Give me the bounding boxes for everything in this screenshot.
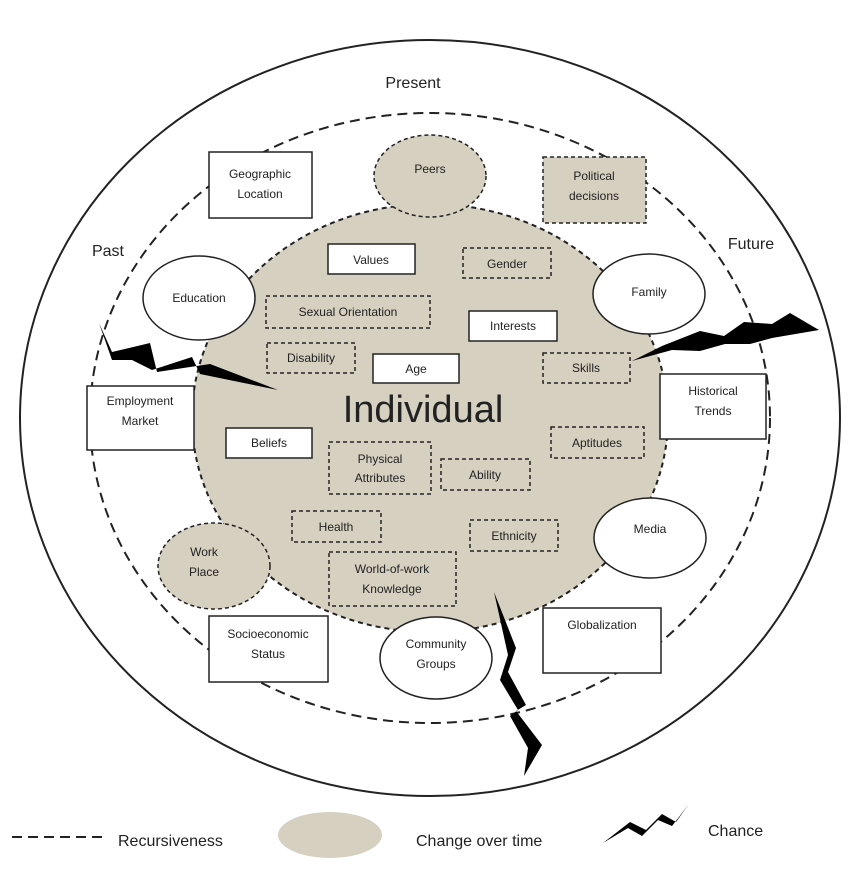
historical-trends-box: Historical Trends xyxy=(659,373,767,440)
svg-text:Ability: Ability xyxy=(469,468,501,482)
svg-text:Education: Education xyxy=(172,291,225,305)
physical-attributes-box: Physical Attributes xyxy=(328,441,432,495)
health-box: Health xyxy=(291,510,382,543)
svg-text:Socioeconomic: Socioeconomic xyxy=(227,627,308,641)
change-over-time-legend-swatch xyxy=(278,812,382,858)
skills-box: Skills xyxy=(542,352,631,384)
svg-text:Sexual Orientation: Sexual Orientation xyxy=(299,305,398,319)
employment-market-box: Employment Market xyxy=(86,385,195,451)
svg-text:Historical: Historical xyxy=(688,384,737,398)
svg-text:Market: Market xyxy=(122,414,159,428)
svg-text:Age: Age xyxy=(405,362,427,376)
svg-text:Ethnicity: Ethnicity xyxy=(491,529,536,543)
present-label: Present xyxy=(385,75,441,92)
peers-ellipse: Peers xyxy=(373,134,487,218)
future-label: Future xyxy=(728,236,774,253)
svg-text:Political: Political xyxy=(573,169,614,183)
ability-box: Ability xyxy=(440,458,531,491)
svg-text:Place: Place xyxy=(189,565,219,579)
recursiveness-legend-label: Recursiveness xyxy=(118,833,223,850)
change-over-time-legend-label: Change over time xyxy=(416,833,542,850)
svg-text:Knowledge: Knowledge xyxy=(362,582,422,596)
svg-text:Media: Media xyxy=(634,522,667,536)
svg-text:Peers: Peers xyxy=(414,162,445,176)
disability-box: Disability xyxy=(266,342,356,374)
svg-text:Employment: Employment xyxy=(107,394,174,408)
svg-text:Work: Work xyxy=(190,545,219,559)
socioeconomic-status-box: Socioeconomic Status xyxy=(208,615,329,683)
svg-text:Gender: Gender xyxy=(487,257,527,271)
family-ellipse: Family xyxy=(592,253,706,335)
age-box: Age xyxy=(372,353,460,384)
svg-text:Globalization: Globalization xyxy=(567,618,636,632)
sexual-orientation-box: Sexual Orientation xyxy=(265,295,431,329)
svg-text:Groups: Groups xyxy=(416,657,455,671)
individual-label: Individual xyxy=(343,389,504,431)
svg-text:Status: Status xyxy=(251,647,285,661)
chance-legend-bolt xyxy=(603,804,689,843)
world-of-work-knowledge-box: World-of-work Knowledge xyxy=(328,551,457,607)
chance-bolt-bottom xyxy=(494,592,542,776)
svg-text:Trends: Trends xyxy=(695,404,732,418)
svg-text:Interests: Interests xyxy=(490,319,536,333)
aptitudes-box: Aptitudes xyxy=(550,426,645,459)
svg-text:Aptitudes: Aptitudes xyxy=(572,436,622,450)
work-place-ellipse: Work Place xyxy=(157,522,271,610)
svg-text:Community: Community xyxy=(406,637,467,651)
svg-text:Physical: Physical xyxy=(358,452,403,466)
globalization-box: Globalization xyxy=(542,607,662,674)
svg-text:Disability: Disability xyxy=(287,351,335,365)
education-ellipse: Education xyxy=(142,255,256,341)
svg-text:decisions: decisions xyxy=(569,189,619,203)
svg-text:Health: Health xyxy=(319,520,354,534)
svg-text:Geographic: Geographic xyxy=(229,167,291,181)
media-ellipse: Media xyxy=(593,497,707,579)
ethnicity-box: Ethnicity xyxy=(469,519,559,552)
svg-text:Attributes: Attributes xyxy=(355,471,406,485)
svg-text:Values: Values xyxy=(353,253,389,267)
beliefs-box: Beliefs xyxy=(225,427,313,459)
community-groups-ellipse: Community Groups xyxy=(379,616,493,700)
svg-text:Beliefs: Beliefs xyxy=(251,436,287,450)
values-box: Values xyxy=(327,243,416,275)
chance-bolt-left xyxy=(99,323,278,390)
svg-text:World-of-work: World-of-work xyxy=(355,562,430,576)
interests-box: Interests xyxy=(468,310,558,342)
past-label: Past xyxy=(92,243,125,260)
svg-text:Location: Location xyxy=(237,187,282,201)
political-decisions-box: Political decisions xyxy=(542,156,647,224)
gender-box: Gender xyxy=(462,247,552,279)
geographic-location-box: Geographic Location xyxy=(208,151,313,219)
chance-legend-label: Chance xyxy=(708,823,763,840)
chance-bolt-right xyxy=(632,313,819,361)
svg-text:Family: Family xyxy=(631,285,666,299)
svg-text:Skills: Skills xyxy=(572,361,600,375)
